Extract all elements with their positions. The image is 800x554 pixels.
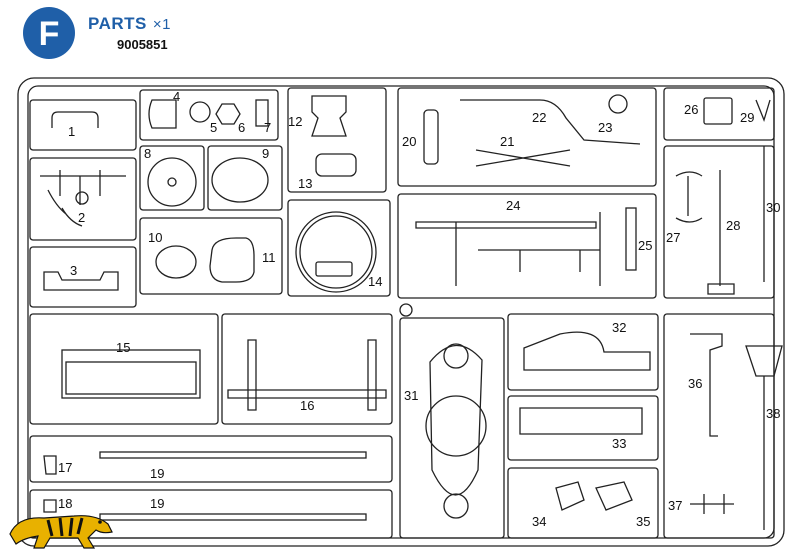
part-25: [625, 207, 637, 271]
part-label: 16: [300, 398, 314, 413]
part-label: 33: [612, 436, 626, 451]
part-label: 22: [532, 110, 546, 125]
part-20: [423, 109, 439, 165]
part-label: 19: [150, 466, 164, 481]
part-10-disc: [155, 245, 197, 279]
part-18: [43, 499, 57, 513]
part-label: 35: [636, 514, 650, 529]
part-label: 6: [238, 120, 245, 135]
part-label: 32: [612, 320, 626, 335]
part-label: 11: [262, 250, 276, 265]
part-7: [255, 99, 269, 127]
part-26-grille: [703, 97, 733, 125]
part-2-chain: [40, 170, 126, 227]
part-label: 13: [298, 176, 312, 191]
part-label: 1: [68, 124, 75, 139]
part-label: 28: [726, 218, 740, 233]
part-4: [148, 99, 177, 129]
part-label: 34: [532, 514, 546, 529]
part-label: 30: [766, 200, 780, 215]
part-11-cover: [209, 237, 255, 283]
part-3-bracket: [43, 271, 119, 291]
part-label: 38: [766, 406, 780, 421]
part-16-rod: [227, 389, 387, 399]
parts-title: PARTS ×1: [88, 14, 171, 34]
part-label: 17: [58, 460, 72, 475]
sprue-frame: [17, 77, 785, 547]
part-35-clamp: [595, 481, 633, 511]
part-label: 36: [688, 376, 702, 391]
part-label: 26: [684, 102, 698, 117]
part-8-flange: [147, 157, 197, 207]
part-1-handle: [51, 111, 99, 128]
part-labels: 1 2 3 4 5 6 7 8 9 10 11 12 13 14 15 16 1…: [58, 89, 780, 529]
part-label: 27: [666, 230, 680, 245]
part-label: 10: [148, 230, 162, 245]
part-label: 24: [506, 198, 520, 213]
part-label: 8: [144, 146, 151, 161]
part-label: 29: [740, 110, 754, 125]
tiger-logo-icon: [9, 515, 113, 549]
part-label: 21: [500, 134, 514, 149]
part-37: [690, 494, 734, 514]
part-21-tongs: [475, 149, 571, 167]
parts-label: PARTS: [88, 14, 147, 33]
part-19-rail-b: [99, 513, 367, 521]
part-label: 14: [368, 274, 382, 289]
compartments: [29, 87, 775, 539]
part-23-ball: [608, 94, 628, 114]
part-22-pipe: [460, 99, 641, 145]
part-32: [523, 331, 651, 371]
part-13-box: [315, 153, 357, 177]
part-label: 25: [638, 238, 652, 253]
sprue-gate-junction: [399, 303, 413, 317]
part-5: [189, 101, 211, 123]
part-33: [519, 407, 643, 435]
part-label: 31: [404, 388, 418, 403]
part-19-rail-a: [99, 451, 367, 459]
part-label: 9: [262, 146, 269, 161]
part-34-clamp: [555, 481, 585, 511]
part-label: 3: [70, 263, 77, 278]
part-label: 23: [598, 120, 612, 135]
part-label: 4: [173, 89, 180, 104]
part-15-frame: [61, 349, 201, 399]
part-label: 7: [264, 120, 271, 135]
part-6-nut: [215, 103, 241, 125]
badge-letter: F: [39, 15, 60, 53]
part-9-disc: [211, 157, 269, 203]
part-14-lid: [295, 211, 377, 293]
part-27: [675, 171, 703, 223]
parts-multiplier: ×1: [152, 16, 171, 33]
part-label: 2: [78, 210, 85, 225]
part-29: [755, 99, 771, 122]
part-36-axe: [690, 333, 723, 437]
part-label: 5: [210, 120, 217, 135]
part-label: 20: [402, 134, 416, 149]
part-label: 15: [116, 340, 130, 355]
part-28-hammer: [707, 170, 735, 295]
part-17: [43, 455, 57, 475]
part-label: 12: [288, 114, 302, 129]
part-label: 18: [58, 496, 72, 511]
part-38-shovel: [745, 345, 783, 530]
part-12-plate: [311, 95, 347, 137]
part-tree-badge: F: [23, 7, 75, 59]
part-24-frame: [415, 221, 597, 229]
part-code: 9005851: [117, 37, 168, 52]
part-label: 19: [150, 496, 164, 511]
part-label: 37: [668, 498, 682, 513]
